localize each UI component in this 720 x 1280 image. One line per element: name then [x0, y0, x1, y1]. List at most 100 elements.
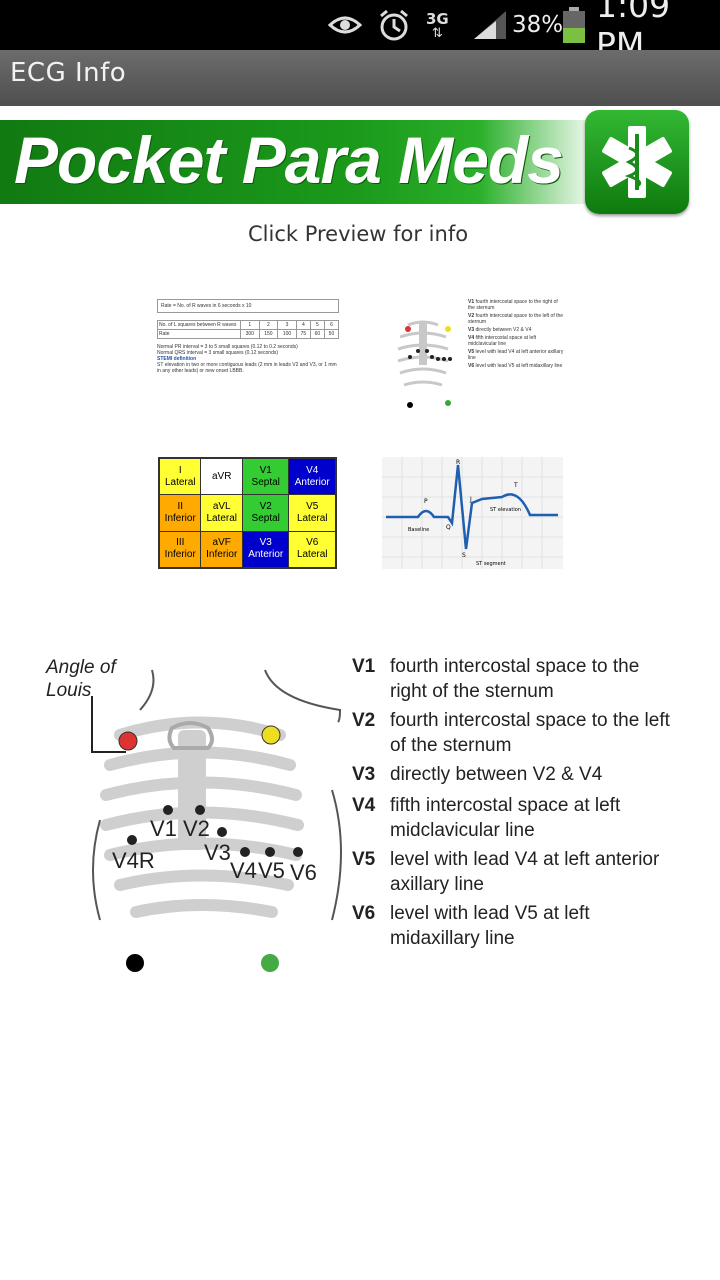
signal-icon	[472, 0, 508, 50]
wave-st-elevation: ST elevation	[490, 507, 521, 513]
lead-name: V3	[468, 327, 475, 333]
battery-icon	[561, 0, 587, 50]
wave-q: Q	[446, 524, 451, 531]
banner-text: Pocket Para Meds	[14, 123, 564, 197]
lead-text: directly between V2 & V4	[390, 764, 603, 785]
grid-region: Lateral	[296, 512, 328, 524]
grid-region: Lateral	[164, 476, 196, 488]
angle-of-louis-line2: Louis	[46, 680, 92, 701]
wave-st-segment: ST segment	[476, 561, 506, 567]
wave-p: P	[424, 498, 428, 505]
grid-lead: aVF	[212, 537, 231, 549]
rate-cell: 2	[258, 320, 279, 330]
lead-name: V5	[352, 849, 376, 870]
rate-cell: 75	[295, 329, 311, 339]
clock: 1:09 PM	[596, 0, 671, 64]
rate-cell: 4	[295, 320, 311, 330]
lead-desc: level with lead V4 at left anterior axil…	[468, 349, 564, 361]
electrode-v3: V3	[204, 840, 231, 865]
lead-placement-thumbnail[interactable]: V1 fourth intercostal space to the right…	[380, 297, 564, 409]
lead-name: V4	[468, 335, 475, 341]
lead-name: V6	[352, 903, 376, 924]
lead-name: V3	[352, 764, 376, 785]
lead-description-list: V1 fourth intercostal space to the right …	[352, 654, 680, 951]
rate-cell: 150	[258, 329, 279, 339]
grid-lead: aVL	[212, 500, 231, 512]
lead-item-small: V3 directly between V2 & V4	[468, 327, 564, 333]
rate-cell: 1	[240, 320, 260, 330]
lead-name: V1	[352, 656, 376, 677]
star-of-life-icon	[585, 110, 689, 214]
electrode-v1: V1	[150, 816, 177, 841]
grid-region: Lateral	[296, 549, 328, 561]
grid-cell: aVR	[200, 457, 243, 496]
status-bar: 3G ⇅ 38% 1:09 PM	[0, 0, 720, 64]
rate-table-thumbnail[interactable]: Rate = No. of R waves in 6 seconds x 10 …	[157, 297, 340, 409]
lead-description: V4 fifth intercostal space at left midcla…	[352, 793, 680, 843]
rate-cell: 100	[277, 329, 297, 339]
alarm-icon	[376, 0, 412, 50]
grid-lead: V3	[259, 537, 272, 549]
rate-formula: Rate = No. of R waves in 6 seconds x 10	[157, 299, 339, 313]
grid-lead: V5	[306, 500, 319, 512]
grid-lead: II	[177, 500, 184, 512]
angle-of-louis-label: Angle of Louis	[46, 656, 116, 702]
grid-lead: V2	[259, 500, 272, 512]
lead-name: V6	[468, 363, 475, 369]
rate-cell: 5	[309, 320, 325, 330]
app-title: ECG Info	[10, 58, 127, 88]
electrode-v5: V5	[258, 858, 285, 883]
grid-lead: I	[178, 464, 182, 476]
electrode-v6: V6	[290, 860, 317, 885]
lead-desc: fourth intercostal space to the left of …	[468, 313, 564, 325]
electrode-v4: V4	[230, 858, 257, 883]
electrode-v4r: V4R	[112, 848, 155, 873]
lead-item-small: V2 fourth intercostal space to the left …	[468, 313, 564, 325]
lead-text: fourth intercostal space to the left of …	[390, 710, 670, 756]
stemi-text: ST elevation in two or more contiguous l…	[157, 362, 337, 374]
grid-region: Inferior	[164, 512, 196, 524]
rate-cell: 50	[323, 329, 340, 339]
rate-cell: 300	[240, 329, 260, 339]
rate-row2-label: Rate	[157, 329, 241, 339]
lead-placement-detail: V1 V2 V3 V4R V4 V5 V6 Angle of Louis	[40, 640, 690, 990]
lead-item-small: V1 fourth intercostal space to the right…	[468, 299, 564, 311]
rate-cell: 6	[323, 320, 340, 330]
grid-region: Septal	[251, 476, 280, 488]
stemi-title: STEMI definition	[157, 356, 197, 362]
network-3g-icon: 3G ⇅	[426, 9, 449, 41]
ecg-wave-thumbnail[interactable]: P R Q S J T Baseline ST elevation ST seg…	[382, 457, 563, 569]
lead-text: fourth intercostal space to the right of…	[390, 656, 640, 702]
grid-region: Inferior	[164, 549, 196, 561]
wave-baseline: Baseline	[408, 527, 429, 533]
lead-text: fifth intercostal space at left midclavi…	[390, 795, 621, 841]
grid-region: Anterior	[294, 476, 330, 488]
grid-region: Lateral	[206, 512, 238, 524]
grid-region: Septal	[251, 512, 280, 524]
grid-lead: III	[176, 537, 185, 549]
lead-name: V4	[352, 795, 376, 816]
lead-list-small: V1 fourth intercostal space to the right…	[468, 299, 564, 369]
grid-lead: V1	[259, 464, 272, 476]
network-type: 3G	[426, 9, 449, 28]
wave-r: R	[456, 459, 460, 466]
grid-lead: V4	[306, 464, 319, 476]
grid-region: Anterior	[248, 549, 284, 561]
wave-t: T	[513, 482, 518, 489]
wave-s: S	[462, 552, 466, 559]
lead-name: V2	[468, 313, 475, 319]
lead-text: level with lead V5 at left midaxillary l…	[390, 903, 590, 949]
lead-name: V2	[352, 710, 376, 731]
electrode-v2: V2	[183, 816, 210, 841]
lead-description: V6 level with lead V5 at left midaxillary…	[352, 901, 680, 951]
